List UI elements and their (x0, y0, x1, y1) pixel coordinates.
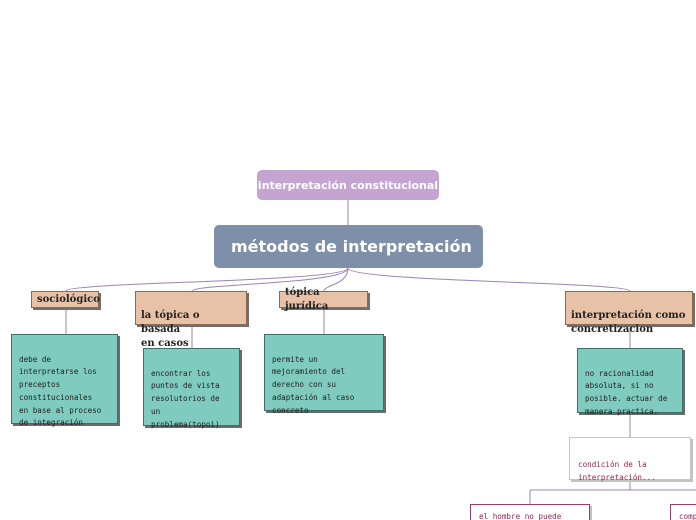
connector-main-concretizacion (347, 267, 631, 292)
branch-sociologico-label: sociológico (37, 293, 100, 305)
branch-concretizacion-label: interpretación como concretizacion (571, 310, 686, 335)
branch-topica-casos-label: la tópica o basada en casos (141, 310, 200, 349)
root-node-label: interpretación constitucional (257, 178, 439, 192)
branch-concretizacion[interactable]: interpretación como concretizacion (565, 291, 693, 335)
main-topic-node[interactable]: métodos de interpretación (214, 225, 483, 268)
condition-node[interactable]: condición de la interpretación... (569, 437, 691, 482)
main-topic-label: métodos de interpretación (231, 237, 472, 256)
connector-condition-children (529, 480, 696, 504)
desc-topica-juridica[interactable]: permite un mejoramiento del derecho con … (264, 334, 384, 415)
connector-main-topica-casos (191, 267, 349, 292)
connector-main-sociologico (65, 267, 349, 292)
condition-child-1[interactable]: el hombre no puede (470, 504, 590, 520)
branch-topica-juridica[interactable]: tópica jurídica (279, 287, 368, 312)
desc-sociologico-text: debe de interpretarse los preceptos cons… (19, 354, 102, 428)
connector-main-topica-juridica (323, 267, 349, 292)
branch-topica-juridica-label: tópica jurídica (285, 286, 329, 312)
desc-concretizacion-text: no racionalidad absoluta, si no posible.… (585, 368, 668, 416)
root-node[interactable]: interpretación constitucional (257, 170, 439, 200)
desc-concretizacion[interactable]: no racionalidad absoluta, si no posible.… (577, 348, 683, 416)
condition-node-text: condición de la interpretación... (578, 460, 656, 482)
desc-topica-casos-text: encontrar los puntos de vista resolutori… (151, 368, 220, 429)
desc-topica-juridica-text: permite un mejoramiento del derecho con … (272, 354, 355, 415)
branch-sociologico[interactable]: sociológico (31, 291, 100, 308)
desc-sociologico[interactable]: debe de interpretarse los preceptos cons… (11, 334, 118, 427)
condition-child-2[interactable]: comp (670, 504, 696, 520)
branch-topica-casos[interactable]: la tópica o basada en casos (135, 291, 247, 349)
condition-child-1-text: el hombre no puede (479, 512, 562, 520)
condition-child-2-text: comp (679, 512, 696, 520)
desc-topica-casos[interactable]: encontrar los puntos de vista resolutori… (143, 348, 240, 429)
